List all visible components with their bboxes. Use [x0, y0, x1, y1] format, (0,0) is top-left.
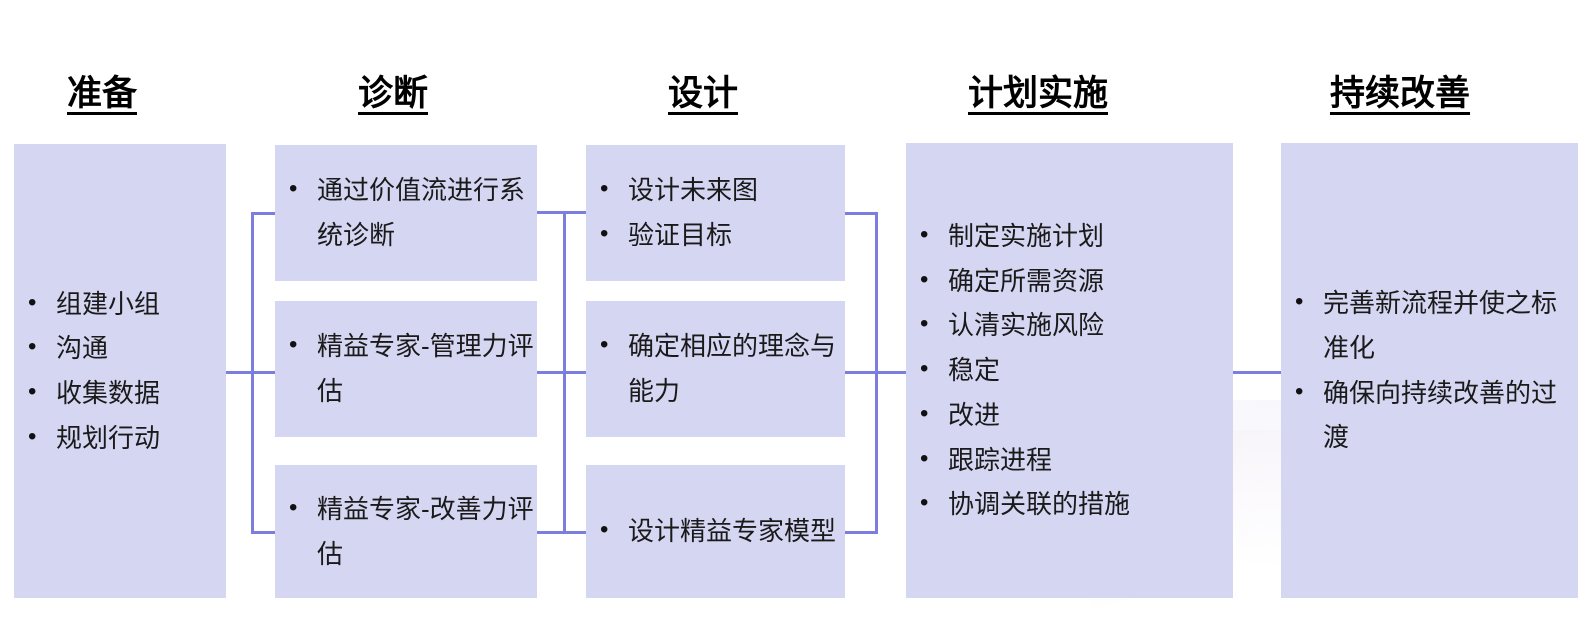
- list-item: 确保向持续改善的过渡: [1281, 371, 1578, 460]
- box-diagnose-3[interactable]: 精益专家-改善力评估: [275, 465, 537, 598]
- list-item: 精益专家-管理力评估: [275, 324, 537, 413]
- list-item: 收集数据: [14, 371, 226, 416]
- list-item: 通过价值流进行系统诊断: [275, 168, 537, 257]
- list-item: 协调关联的措施: [906, 482, 1233, 527]
- connector-prepare-to-diagnose-stem: [214, 371, 254, 374]
- list-item: 验证目标: [586, 213, 845, 258]
- box-diagnose-2[interactable]: 精益专家-管理力评估: [275, 301, 537, 437]
- connector-plan-stem: [875, 371, 908, 374]
- list-item: 精益专家-改善力评估: [275, 487, 537, 576]
- column-heading-continuous-improvement: 持续改善: [1330, 74, 1471, 113]
- list-item: 认清实施风险: [906, 303, 1233, 348]
- column-heading-diagnose: 诊断: [358, 74, 429, 113]
- list-item: 跟踪进程: [906, 438, 1233, 483]
- list-item: 规划行动: [14, 416, 226, 461]
- connector-diagnose-branch-3: [251, 531, 277, 534]
- list-item: 改进: [906, 393, 1233, 438]
- list-item: 确定相应的理念与能力: [586, 324, 845, 413]
- box-plan-implement[interactable]: 制定实施计划 确定所需资源 认清实施风险 稳定 改进 跟踪进程 协调关联的措施: [906, 143, 1233, 598]
- list-item: 制定实施计划: [906, 214, 1233, 259]
- column-heading-plan-implement: 计划实施: [968, 74, 1109, 113]
- column-heading-prepare: 准备: [67, 74, 138, 113]
- connector-plan-to-continuous-improvement: [1232, 371, 1283, 374]
- connector-diagnose-branch-1: [251, 212, 277, 215]
- column-heading-design: 设计: [668, 74, 739, 113]
- connector-design-branch-3: [537, 531, 587, 534]
- list-item: 完善新流程并使之标准化: [1281, 281, 1578, 370]
- box-diagnose-1[interactable]: 通过价值流进行系统诊断: [275, 145, 537, 281]
- connector-plan-branch-3: [845, 531, 878, 534]
- connector-diagnose-branch-2: [251, 371, 277, 374]
- box-design-3[interactable]: 设计精益专家模型: [586, 465, 845, 598]
- list-item: 设计精益专家模型: [586, 509, 845, 554]
- box-design-1[interactable]: 设计未来图 验证目标: [586, 145, 845, 281]
- connector-design-branch-2: [537, 371, 587, 374]
- list-item: 确定所需资源: [906, 259, 1233, 304]
- list-item: 组建小组: [14, 282, 226, 327]
- list-item: 沟通: [14, 326, 226, 371]
- box-design-2[interactable]: 确定相应的理念与能力: [586, 301, 845, 437]
- list-item: 设计未来图: [586, 168, 845, 213]
- list-item: 稳定: [906, 348, 1233, 393]
- box-prepare[interactable]: 组建小组 沟通 收集数据 规划行动: [14, 144, 226, 598]
- connector-plan-branch-1: [845, 212, 878, 215]
- connector-design-branch-1: [537, 211, 587, 214]
- connector-plan-branch-2: [845, 371, 878, 374]
- box-continuous-improvement[interactable]: 完善新流程并使之标准化 确保向持续改善的过渡: [1281, 143, 1578, 598]
